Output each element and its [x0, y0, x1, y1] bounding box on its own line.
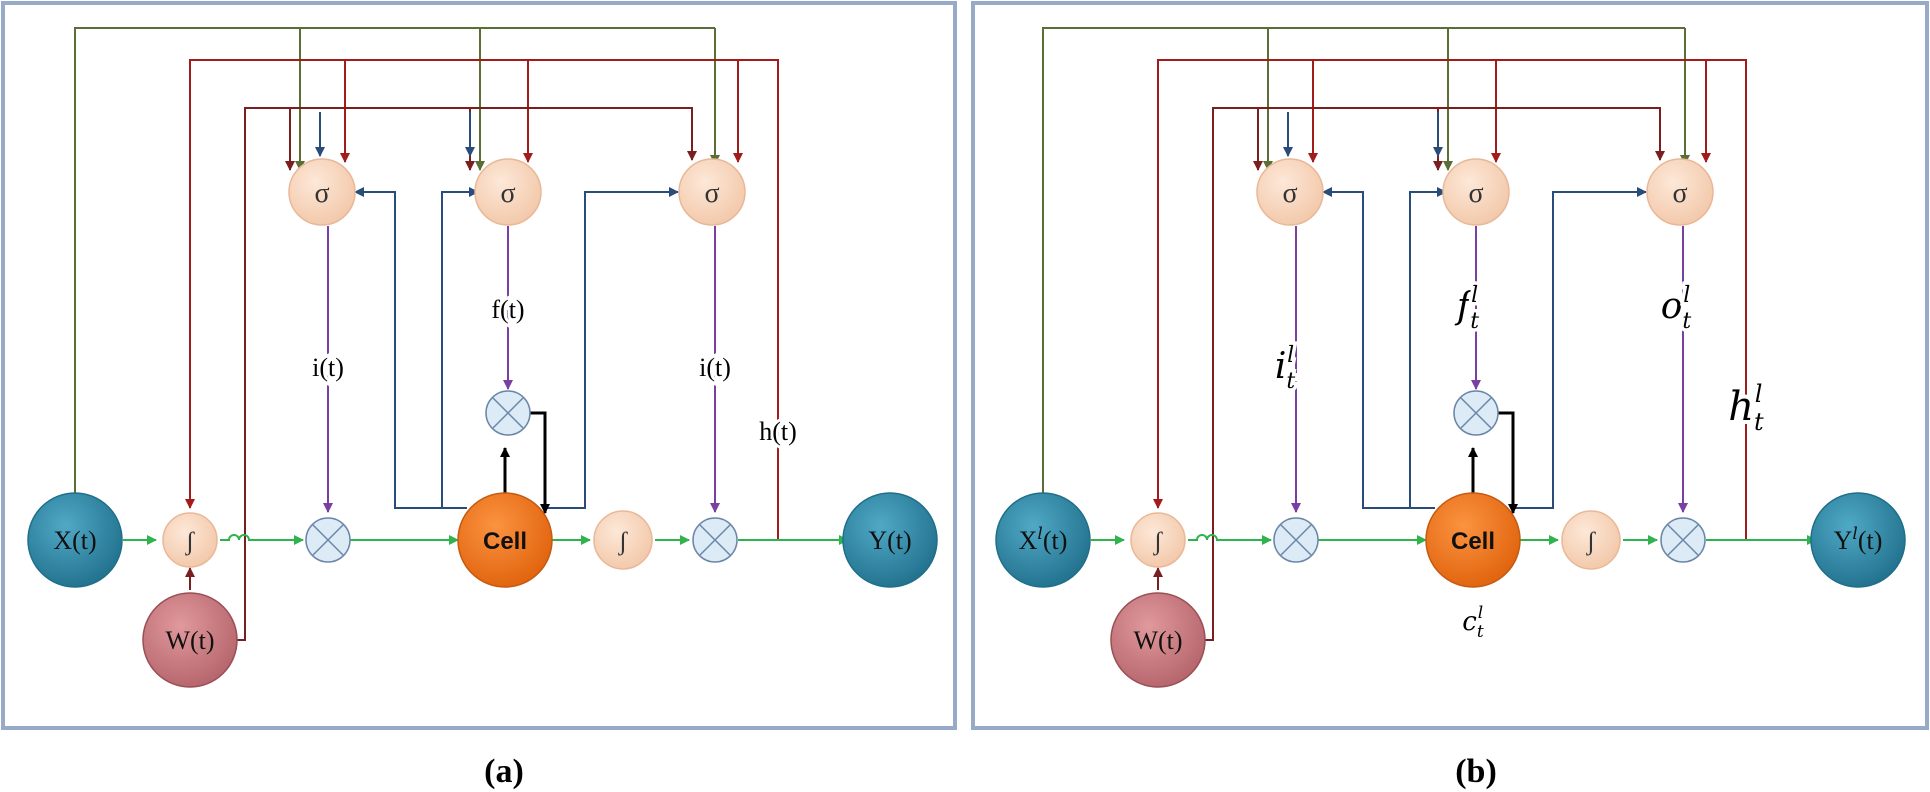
panel-b-sigma-3: σ: [1672, 178, 1687, 209]
panel-a-forget-gate-label: f(t): [491, 295, 524, 324]
panel-b-input-gate-node: [1256, 158, 1324, 226]
panel-b-output-node: [1810, 492, 1906, 588]
panel-a-input-gate-label: i(t): [312, 353, 344, 382]
panel-a-sigma-2: σ: [500, 178, 515, 209]
panel-a-forget-gate-node: [474, 158, 542, 226]
panel-b-forget-gate-node: [1442, 158, 1510, 226]
panel-a-labels: σ σ σ i(t) f(t) i(t) h(t) X(t) Y(t) W(t)…: [53, 178, 911, 655]
panel-b-hidden-label: htl: [1728, 380, 1764, 436]
panel-b-sigma-1: σ: [1282, 178, 1297, 209]
panel-b-caption: (b): [1455, 753, 1497, 790]
panel-b: σ σ σ itl ftl otl htl ctl: [971, 1, 1929, 790]
panel-a-sigma-3: σ: [704, 178, 719, 209]
panel-a-input-gate-node: [288, 158, 356, 226]
panel-b-cell-label: Cell: [1451, 528, 1495, 555]
panel-a-output-node: [842, 492, 938, 588]
panel-a-output-gate-node: [678, 158, 746, 226]
panel-a-cell-node: [457, 492, 553, 588]
panel-a-caption: (a): [484, 753, 524, 790]
panel-a-weight-label: W(t): [165, 626, 214, 655]
panel-a-hidden-label: h(t): [759, 417, 797, 446]
panel-a-cell-label: Cell: [483, 528, 527, 555]
panel-a-output-activation-node: [593, 510, 653, 570]
panel-b-forget-gate-label: ftl: [1454, 283, 1479, 334]
panel-a-input-node: [27, 492, 123, 588]
panel-a: σ σ σ i(t) f(t) i(t) h(t) X(t) Y(t) W(t)…: [1, 1, 957, 790]
panel-b-forget-multiply: [1453, 390, 1499, 436]
panel-a-output-multiply: [692, 517, 738, 563]
panel-b-output-gate-node: [1646, 158, 1714, 226]
panel-b-labels: σ σ σ itl ftl otl htl ctl: [1019, 178, 1883, 655]
panel-b-input-multiply: [1273, 517, 1319, 563]
panel-b-sigma-2: σ: [1468, 178, 1483, 209]
panel-a-activation-out-label: ʃ: [618, 527, 629, 556]
panel-a-activation-in-label: ʃ: [185, 527, 196, 556]
panel-b-output-gate-label: otl: [1661, 283, 1692, 334]
panel-a-output-label: Y(t): [868, 526, 911, 555]
panel-b-weight-label: W(t): [1133, 626, 1182, 655]
panel-a-sigma-1: σ: [314, 178, 329, 209]
panel-b-input-label: Xl(t): [1019, 524, 1068, 555]
panel-b-cell-state-label: ctl: [1462, 603, 1484, 642]
panel-a-frame: [1, 1, 957, 730]
panel-a-input-label: X(t): [53, 526, 96, 555]
panel-a-connections: [74, 27, 849, 641]
panel-b-frame: [971, 1, 1929, 730]
panel-a-input-activation-node: [162, 512, 218, 568]
panel-a-input-multiply: [305, 517, 351, 563]
panel-b-activation-in-label: ʃ: [1153, 527, 1164, 556]
panel-b-output-activation-node: [1561, 510, 1621, 570]
panel-b-connections: [1042, 27, 1817, 641]
panel-b-output-label: Yl(t): [1834, 524, 1883, 555]
panel-b-activation-out-label: ʃ: [1586, 527, 1597, 556]
panel-b-input-activation-node: [1130, 512, 1186, 568]
panel-b-cell-node: [1425, 492, 1521, 588]
panel-a-weight-node: [142, 592, 238, 688]
panel-a-forget-multiply: [485, 390, 531, 436]
panel-b-weight-node: [1110, 592, 1206, 688]
panel-b-input-gate-label: itl: [1275, 343, 1296, 394]
panel-a-output-gate-label: i(t): [699, 353, 731, 382]
panel-a-nodes: [27, 158, 938, 688]
panel-b-input-node: [995, 492, 1091, 588]
panel-b-nodes: [995, 158, 1906, 688]
panel-b-output-multiply: [1660, 517, 1706, 563]
